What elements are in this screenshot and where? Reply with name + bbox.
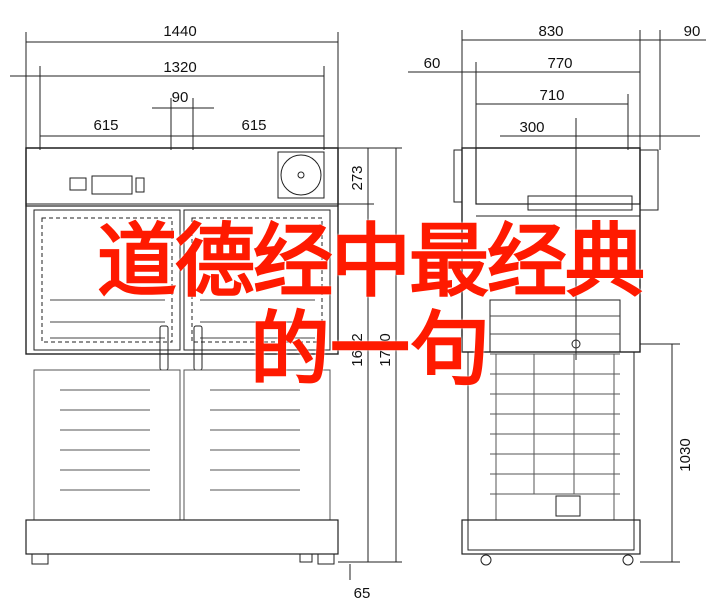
overlay-title-line-1: 道德经中最经典 <box>97 215 645 308</box>
dim-interior-height: 1030 <box>677 438 694 471</box>
drain-fitting <box>555 495 581 517</box>
dim-door-gap: 90 <box>172 89 189 106</box>
left-door <box>33 209 181 351</box>
dim-handle-depth: 90 <box>684 23 701 40</box>
dim-right-door: 615 <box>241 117 266 134</box>
dim-shelf-depth: 300 <box>519 119 544 136</box>
dim-inner-depth-1: 770 <box>547 55 572 72</box>
display-panel <box>91 175 133 195</box>
caster-rear <box>622 554 634 566</box>
base-plinth <box>25 519 339 555</box>
dim-inner-width: 1320 <box>163 59 196 76</box>
dim-top-panel-height: 273 <box>349 165 366 190</box>
logo-mark <box>69 177 87 191</box>
dim-foot-height: 65 <box>354 585 371 602</box>
side-view: 830 90 60 770 710 300 <box>408 23 706 566</box>
front-view: 1440 1320 90 615 615 <box>10 23 402 602</box>
overlay-title: 道德经中最经典 的一句 <box>40 222 700 390</box>
chart-recorder <box>277 151 325 199</box>
dim-total-height: 1750 <box>377 333 394 366</box>
dim-left-door: 615 <box>93 117 118 134</box>
dim-cabinet-height: 1612 <box>349 333 366 366</box>
dim-offset: 60 <box>424 55 441 72</box>
right-door <box>183 209 331 351</box>
dim-overall-width: 1440 <box>163 23 196 40</box>
dim-inner-depth-2: 710 <box>539 87 564 104</box>
control-panel <box>25 147 339 207</box>
caster-front <box>480 554 492 566</box>
compressor-unit <box>527 195 633 211</box>
dim-depth: 830 <box>538 23 563 40</box>
power-switch <box>135 177 145 193</box>
overlay-title-line-2: 的一句 <box>250 303 490 396</box>
